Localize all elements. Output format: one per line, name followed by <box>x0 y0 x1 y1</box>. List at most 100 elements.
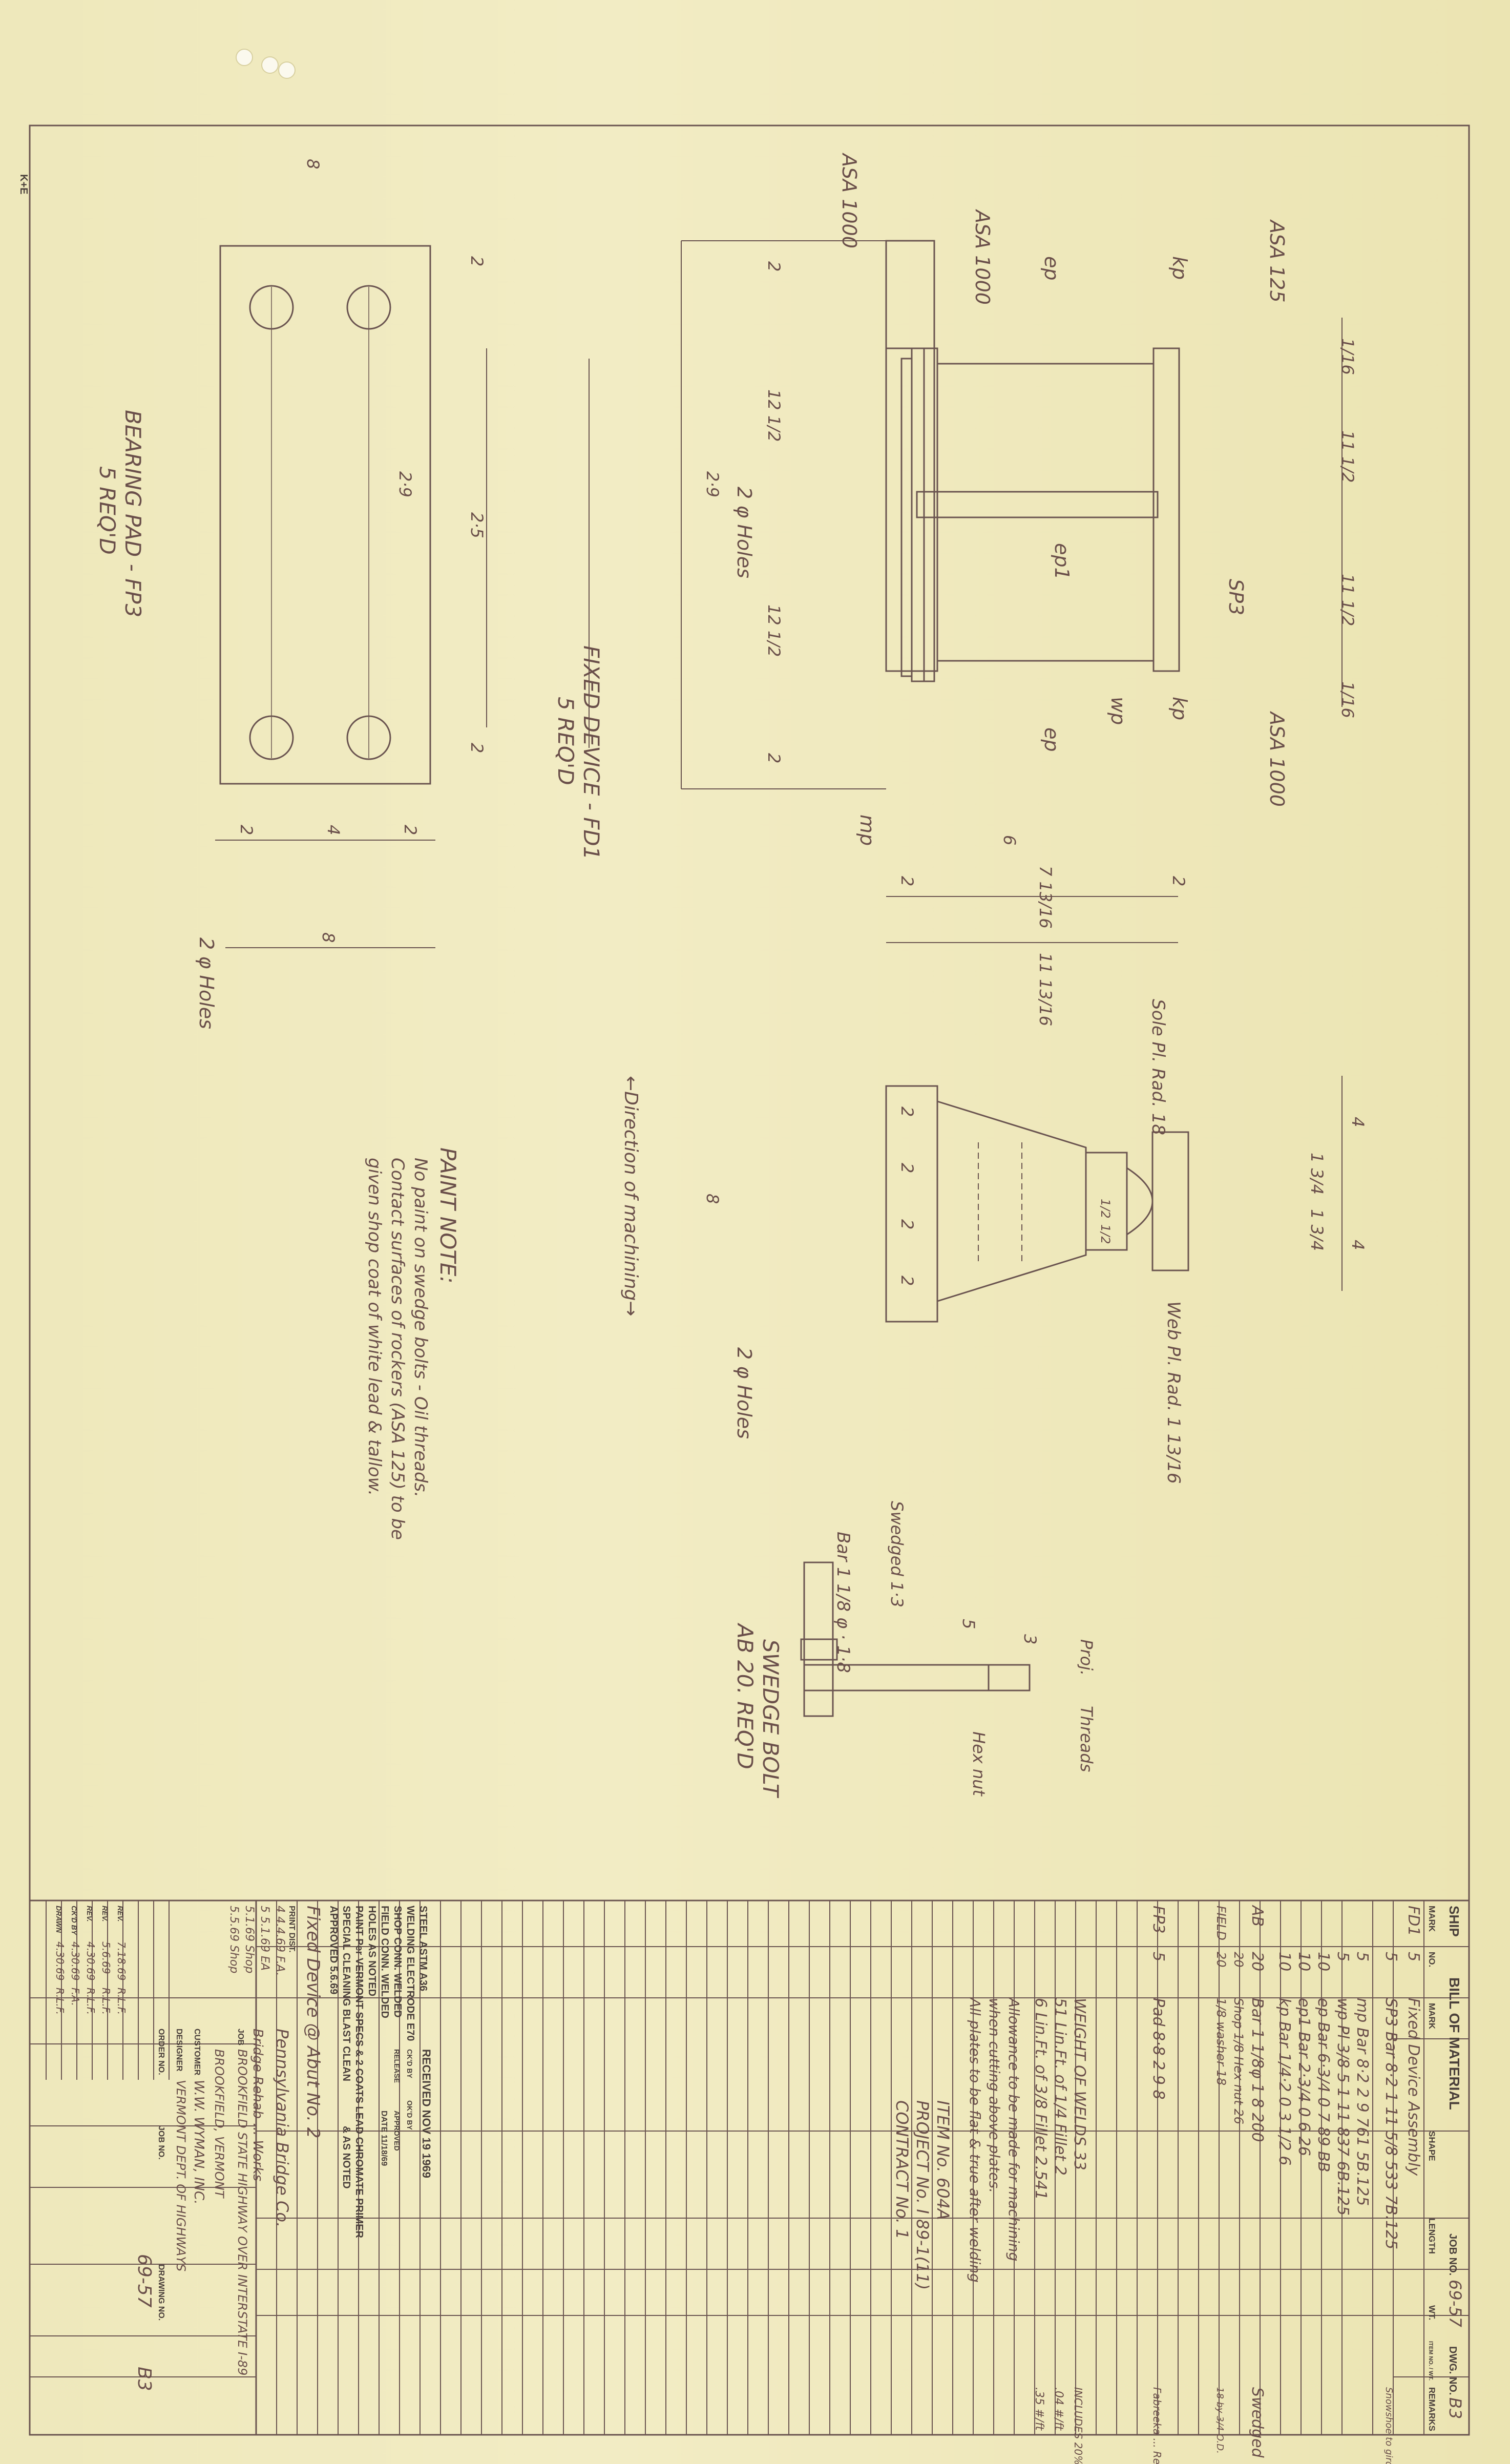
rev-date: 4.30.69 <box>85 1941 97 1980</box>
drawing-no-label: DRAWING NO. <box>157 2264 165 2321</box>
dim: 1/2 <box>1098 1199 1113 1219</box>
dim: 2 <box>897 1163 917 1173</box>
drawing-no: B3 <box>134 2367 155 2391</box>
dim: 2 <box>897 1219 917 1229</box>
fixed-device-title: FIXED DEVICE - FD1 <box>579 645 604 860</box>
dim: 2 <box>467 256 487 266</box>
customer: W.W. WYMAN, INC. <box>191 2080 206 2204</box>
order-no-label: ORDER NO. <box>157 2029 165 2075</box>
label-ep: ep <box>1040 256 1063 281</box>
bom-row-desc: 51 Lin.Ft. of 1/4 Fillet 2 <box>1051 1998 1069 2176</box>
bom-row-no: 5 <box>1149 1952 1167 1961</box>
dimension-lines <box>215 318 1343 1291</box>
label-holes: 2 φ Holes <box>195 937 218 1029</box>
job-label: JOB <box>236 2029 245 2045</box>
rev-by: R.L.F. <box>85 1988 97 2015</box>
label-asa125: ASA 125 <box>1266 219 1288 303</box>
bom-row-desc: mp Bar 8·2 2 9 761 5B.125 <box>1353 1998 1371 2206</box>
rev-date: 5.6.69 <box>100 1941 112 1974</box>
spec-steel: STEEL ASTM A36 <box>417 1906 429 1991</box>
label-asa1000: ASA 1000 <box>971 208 994 305</box>
bom-row-no: 5 <box>1382 1952 1400 1961</box>
dim: 2·5 <box>467 512 487 538</box>
bom-note: when cutting above plates. <box>986 1998 1003 2193</box>
bom-col-item: ITEM NO. / WT. <box>1428 2341 1434 2381</box>
label-asa1000: ASA 1000 <box>838 152 861 248</box>
rev-by: R.L.F. <box>100 1988 112 2015</box>
dim: 12 1/2 <box>764 604 784 657</box>
job-no-label: JOB NO. <box>157 2126 165 2160</box>
bom-col-remarks: REMARKS <box>1427 2387 1437 2431</box>
paint-note-line: Contact surfaces of rockers (ASA 125) to… <box>387 1158 408 1540</box>
dim: 3 <box>1020 1634 1040 1644</box>
release-label: RELEASE <box>393 2049 401 2083</box>
bom-col-wt: WT. <box>1427 2305 1437 2320</box>
ckd-by-value: F.A. <box>69 1988 81 2006</box>
bom-row-desc: Pad 8·8 2 9 8 <box>1149 1998 1167 2100</box>
okd-by: OK'D BY <box>406 2100 414 2130</box>
bom-row-remarks: INCLUDES 20% overrun <box>1072 2387 1084 2464</box>
bom-note: All plates to be flat & true after weldi… <box>967 1997 983 2283</box>
label-kp: kp <box>1168 697 1191 720</box>
dim: 2 <box>897 876 917 886</box>
swedge-bolt-title: SWEDGE BOLT <box>758 1639 783 1799</box>
bearing-pad-plan-view <box>219 245 431 785</box>
designer-label: DESIGNER <box>175 2029 183 2072</box>
rev-label: REV. <box>86 1906 94 1922</box>
spec-welding-electrode: WELDING ELECTRODE E70 <box>405 1906 416 2041</box>
bom-title: BILL OF MATERIAL <box>1446 1977 1462 2110</box>
bom-row-mark: FD1 <box>1404 1906 1422 1936</box>
rev-label: REV. <box>116 1906 124 1922</box>
dim: 6 <box>1000 835 1019 845</box>
spec-field-conn: FIELD CONN. WELDED <box>379 1906 390 2018</box>
dim: 2 <box>897 1276 917 1286</box>
dim: 8 <box>319 932 338 943</box>
fixed-device-side-view <box>885 1085 1189 1323</box>
dim: 2 <box>401 825 420 835</box>
label-kp: kp <box>1168 256 1191 280</box>
dim: 2 <box>467 743 487 753</box>
spec-paint: PAINT Per VERMONT SPECS & 2 COATS LEAD C… <box>353 1906 365 2239</box>
bom-dwg-no: B3 <box>1445 2397 1465 2419</box>
rev-date: 7.18.69 <box>115 1941 128 1980</box>
bom-row-no: 5 <box>1404 1952 1422 1961</box>
label-ep1: ep1 <box>1051 543 1073 580</box>
bom-row-no: 10 <box>1275 1952 1293 1971</box>
bom-row-desc: wp Pl 3/8 5 1 11 837 6B.125 <box>1334 1998 1352 2216</box>
ckd-date: 4.30.69 <box>69 1941 81 1980</box>
label-ep: ep <box>1040 727 1063 752</box>
dim: 1/2 <box>1098 1224 1113 1244</box>
contract-number: CONTRACT No. 1 <box>892 2100 912 2239</box>
bom-row-desc: kp Bar 1/4·2 0 3 1/2 6 <box>1275 1998 1293 2165</box>
bom-col-no: NO. <box>1427 1952 1437 1967</box>
bom-row-desc: ep1 Bar 2·3/4 0 6 26 <box>1295 1998 1313 2156</box>
dim: 2 <box>1169 876 1188 886</box>
project-number: PROJECT No. I 89-1(11) <box>913 2100 932 2290</box>
bom-col-shape: SHAPE <box>1427 2131 1437 2161</box>
dim: 1/16 <box>1338 681 1357 718</box>
print-dist-label: PRINT DIST. <box>287 1906 296 1953</box>
dim: 1/16 <box>1338 338 1357 375</box>
label-bar: Bar 1 1/8 φ · 1·8 <box>833 1532 853 1673</box>
bom-row-remarks: .04 #/ft <box>1052 2387 1065 2431</box>
dim: 11 1/2 <box>1338 430 1357 483</box>
print-dist-row: 5 5.1.69 EA <box>258 1906 271 1971</box>
dim: 2·9 <box>703 471 722 497</box>
swedge-bolt-reqd: AB 20. REQ'D <box>732 1622 758 1769</box>
title-block: SHIP BILL OF MATERIAL JOB NO. 69-57 DWG.… <box>30 1901 1469 2464</box>
label-sp3: SP3 <box>1225 579 1247 615</box>
label-holes: 2 φ Holes <box>733 487 756 578</box>
bom-row-desc: Fixed Device Assembly <box>1404 1998 1422 2176</box>
dim: 8 <box>303 159 323 169</box>
signature: Bridge Rehab ... Works <box>250 2029 265 2181</box>
bom-row-no: 5 <box>1353 1952 1371 1961</box>
direction-note: ←Direction of machining→ <box>620 1076 641 1317</box>
label-sole-rad: Sole Pl. Rad. 18 <box>1148 999 1168 1135</box>
ship-label: SHIP <box>1446 1906 1462 1937</box>
dim: 4 <box>1348 1240 1368 1250</box>
bom-row-no: 10 <box>1314 1952 1332 1971</box>
spec-as-noted: & AS NOTED <box>341 2126 352 2189</box>
spec-special-cleaning: SPECIAL CLEANING BLAST CLEAN <box>341 1906 352 2081</box>
bearing-pad-reqd: 5 REQ'D <box>95 466 120 555</box>
